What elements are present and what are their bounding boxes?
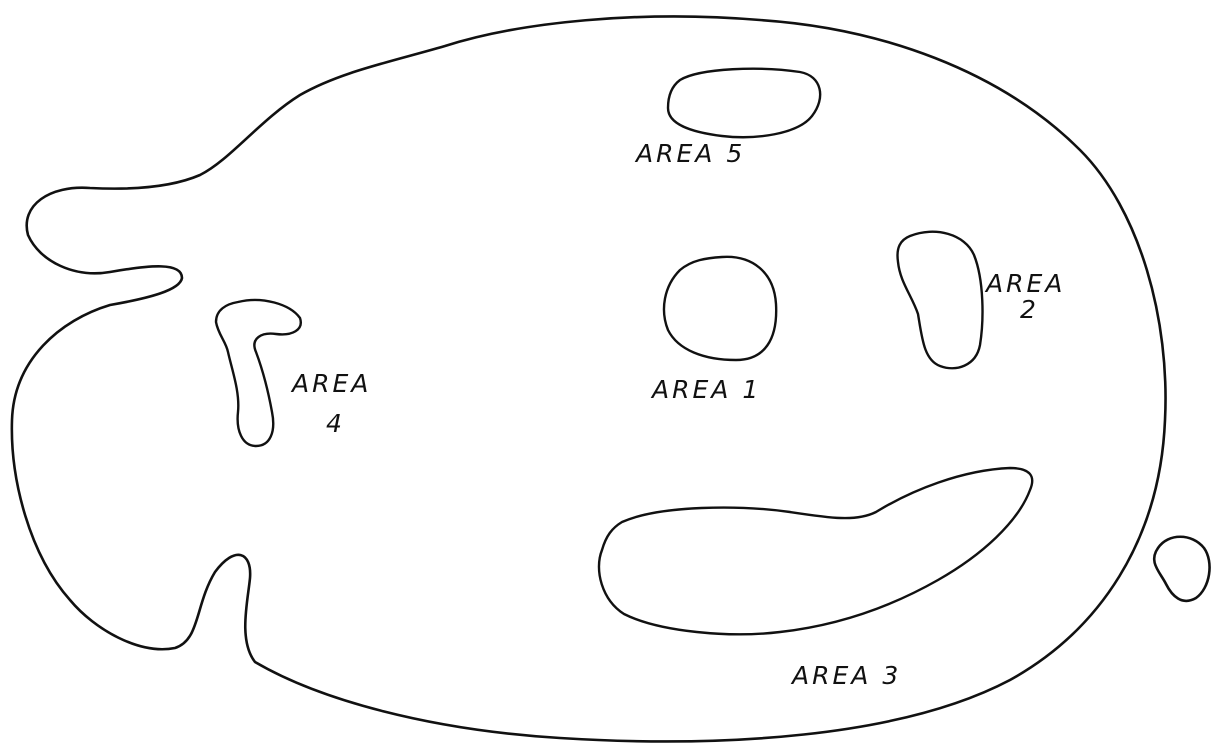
area-5-shape [668, 69, 820, 137]
area-4-label-line2: 4 [326, 409, 345, 438]
area-3-shape [599, 468, 1032, 634]
area-2-label-line2: 2 [1020, 295, 1039, 324]
detached-blob [1154, 537, 1209, 601]
area-2-label-line1: AREA [984, 269, 1065, 298]
field-outline [12, 16, 1166, 741]
area-1-shape [664, 257, 776, 360]
area-3-label: AREA 3 [790, 661, 901, 690]
area-4-shape [216, 300, 301, 446]
area-1-label: AREA 1 [650, 375, 761, 404]
area-2-shape [898, 232, 983, 368]
area-4-label-line1: AREA [290, 369, 371, 398]
area-5-label: AREA 5 [634, 139, 745, 168]
